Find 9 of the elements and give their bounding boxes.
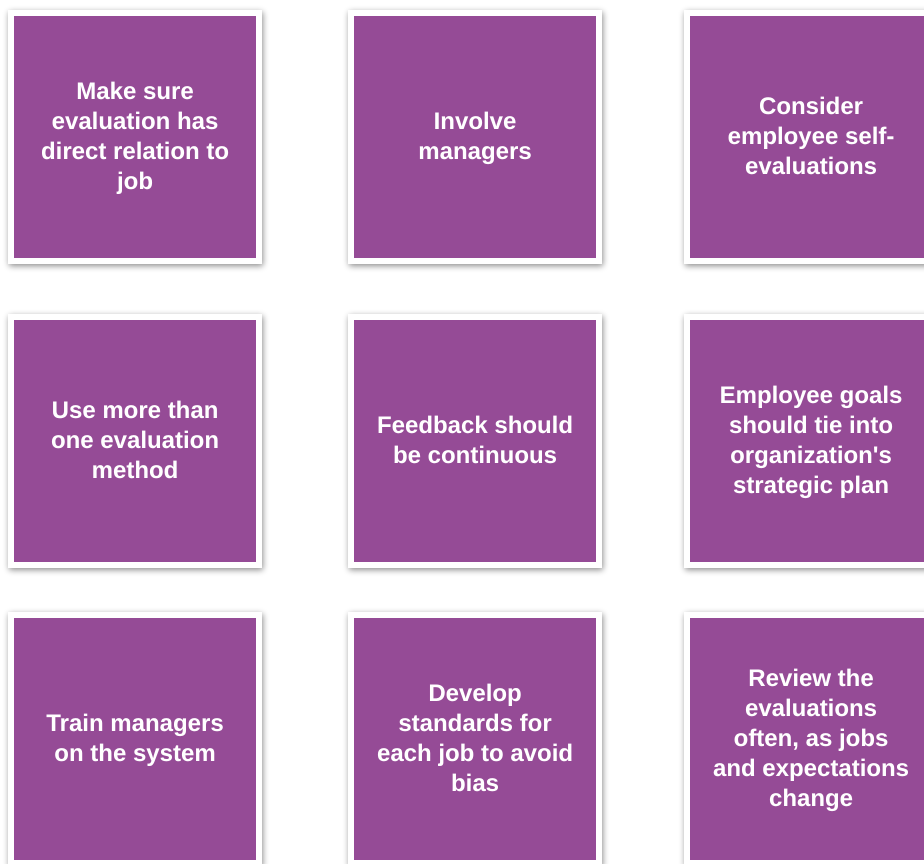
tip-text: Use more than one evaluation method — [50, 396, 220, 486]
tip-text: Employee goals should tie into organization's strategic plan — [718, 381, 904, 501]
tip-text: Review the evaluations often, as jobs and expectations change — [712, 664, 910, 814]
tip-text: Involve managers — [417, 107, 533, 167]
tip-text: Train managers on the system — [45, 709, 225, 769]
tip-text: Feedback should be continuous — [376, 411, 574, 471]
tip-text: Consider employee self-evaluations — [726, 92, 896, 182]
tip-text: Develop standards for each job to avoid bias — [376, 679, 574, 799]
tip-text: Make sure evaluation has direct relation to job — [40, 77, 230, 197]
